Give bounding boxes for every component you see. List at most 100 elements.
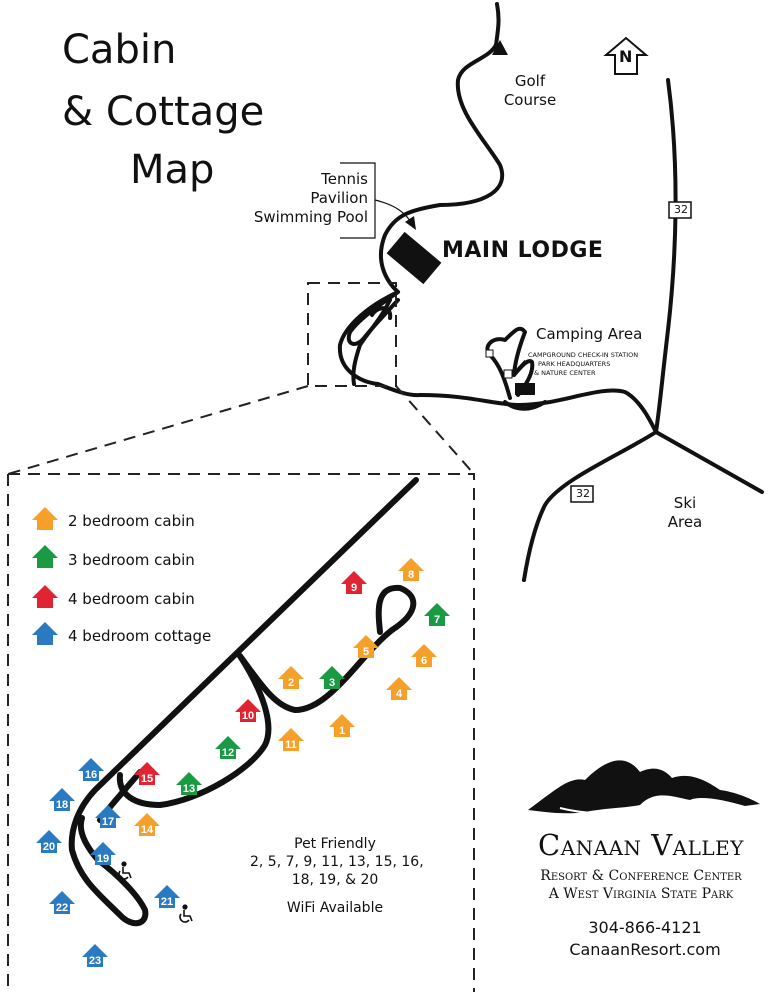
brand-subtitle-2: A West Virginia State Park <box>548 886 734 902</box>
legend-marker <box>32 507 58 530</box>
cabin-marker-19: 19 <box>90 842 116 865</box>
golf-course-label: Golf Course <box>498 72 562 110</box>
golf-course-label-line: Course <box>503 91 557 109</box>
legend-marker <box>32 545 58 568</box>
unit-number-label: 2 <box>288 677 294 689</box>
cabin-marker-8: 8 <box>398 558 424 581</box>
wheelchair-icon <box>118 861 132 880</box>
legend-label-4br-cottage: 4 bedroom cottage <box>68 627 212 645</box>
unit-number-label: 10 <box>242 710 254 722</box>
campground-hut <box>503 369 513 379</box>
route-32-south <box>522 430 658 582</box>
cabin-south-loop <box>116 653 272 808</box>
house-arrow-icon <box>278 728 304 751</box>
house-arrow-icon <box>90 842 116 865</box>
map-title-line-3: Map <box>130 147 215 193</box>
website-link[interactable]: CanaanResort.com <box>569 940 721 959</box>
cabin-marker-9: 9 <box>341 571 367 594</box>
cabin-marker-4: 4 <box>386 677 412 700</box>
brand-name: Canaan Valley <box>538 828 744 862</box>
campground-hut <box>485 349 494 358</box>
unit-number-label: 16 <box>85 769 97 781</box>
cabin-marker-23: 23 <box>82 944 108 967</box>
legend-marker <box>32 585 58 608</box>
tennis-arrow-head-icon <box>405 216 416 230</box>
unit-number-label: 12 <box>222 747 234 759</box>
campground-note-line: CAMPGROUND CHECK-IN STATION <box>528 351 639 359</box>
legend-markers <box>32 507 58 645</box>
main-lodge-building <box>386 231 442 285</box>
house-arrow-icon <box>386 677 412 700</box>
unit-number-label: 13 <box>183 783 195 795</box>
main-road-east <box>418 388 658 434</box>
inset-connector-left <box>7 385 309 475</box>
unit-number-label: 19 <box>97 853 109 865</box>
house-arrow-icon <box>353 635 379 658</box>
house-arrow-icon <box>134 813 160 836</box>
pet-friendly-heading: Pet Friendly <box>294 836 376 852</box>
house-arrow-icon <box>36 830 62 853</box>
route-32-shield-label: 32 <box>674 203 688 216</box>
main-lodge-label: MAIN LODGE <box>442 238 604 263</box>
lodge-small-loop <box>370 306 393 320</box>
cabin-marker-21: 21 <box>154 885 180 908</box>
cabin-marker-22: 22 <box>49 891 75 914</box>
tennis-label-line: Pavilion <box>310 189 368 207</box>
cabin-marker-17: 17 <box>95 805 121 828</box>
house-arrow-icon <box>411 644 437 667</box>
unit-number-label: 3 <box>329 677 335 689</box>
pet-friendly-note: Pet Friendly 2, 5, 7, 9, 11, 13, 15, 16,… <box>250 836 424 916</box>
campground-notes: CAMPGROUND CHECK-IN STATION PARK HEADQUA… <box>528 351 638 378</box>
camping-loop-1 <box>485 326 527 400</box>
ski-area-label-line: Ski <box>673 494 697 512</box>
camping-area-label: Camping Area <box>536 325 643 343</box>
area-roads <box>337 2 764 582</box>
campground-leader-line <box>511 359 526 375</box>
cabin-marker-15: 15 <box>134 762 160 785</box>
golf-course-label-line: Golf <box>514 72 546 90</box>
cabin-marker-10: 10 <box>235 699 261 722</box>
house-arrow-icon <box>95 805 121 828</box>
house-arrow-icon <box>49 891 75 914</box>
cabin-marker-12: 12 <box>215 736 241 759</box>
unit-number-label: 9 <box>351 582 357 594</box>
route-32-shield-north <box>668 201 692 219</box>
unit-number-label: 23 <box>89 955 101 967</box>
north-arrow-icon <box>603 36 649 75</box>
unit-number-label: 1 <box>339 725 345 737</box>
mountain-snow-line <box>559 805 701 815</box>
campground-note-line: PARK HEADQUARTERS <box>538 360 611 368</box>
wifi-note: WiFi Available <box>286 900 384 916</box>
mountain-logo-icon <box>528 760 760 814</box>
house-arrow-icon <box>82 944 108 967</box>
unit-number-label: 4 <box>396 688 403 700</box>
unit-number-label: 11 <box>285 739 297 751</box>
house-arrow-icon <box>341 571 367 594</box>
tennis-label-line: Swimming Pool <box>253 208 368 226</box>
route-32-shield-south <box>570 485 594 503</box>
lodge-spur-road <box>351 298 392 386</box>
inset-frame-lines <box>7 282 475 992</box>
brand-subtitle-1: Resort & Conference Center <box>540 868 742 884</box>
legend-label-2br-cabin: 2 bedroom cabin <box>68 512 195 530</box>
cabin-marker-5: 5 <box>353 635 379 658</box>
legend-label-4br-cabin: 4 bedroom cabin <box>68 590 195 608</box>
cabin-east-loop <box>237 584 417 713</box>
house-arrow-icon <box>32 622 58 645</box>
house-arrow-icon <box>78 758 104 781</box>
house-arrow-icon <box>176 772 202 795</box>
canaan-valley-logo <box>528 760 760 815</box>
pet-friendly-units-line-1: 2, 5, 7, 9, 11, 13, 15, 16, <box>250 854 424 870</box>
unit-number-label: 15 <box>141 773 153 785</box>
legend-marker <box>32 622 58 645</box>
cabin-marker-7: 7 <box>424 603 450 626</box>
house-arrow-icon <box>398 558 424 581</box>
unit-number-label: 6 <box>421 655 427 667</box>
house-arrow-icon <box>329 714 355 737</box>
ski-area-label-line: Area <box>667 513 703 531</box>
unit-number-label: 20 <box>43 841 55 853</box>
wheelchair-icon <box>179 904 193 923</box>
camping-road <box>503 400 547 411</box>
